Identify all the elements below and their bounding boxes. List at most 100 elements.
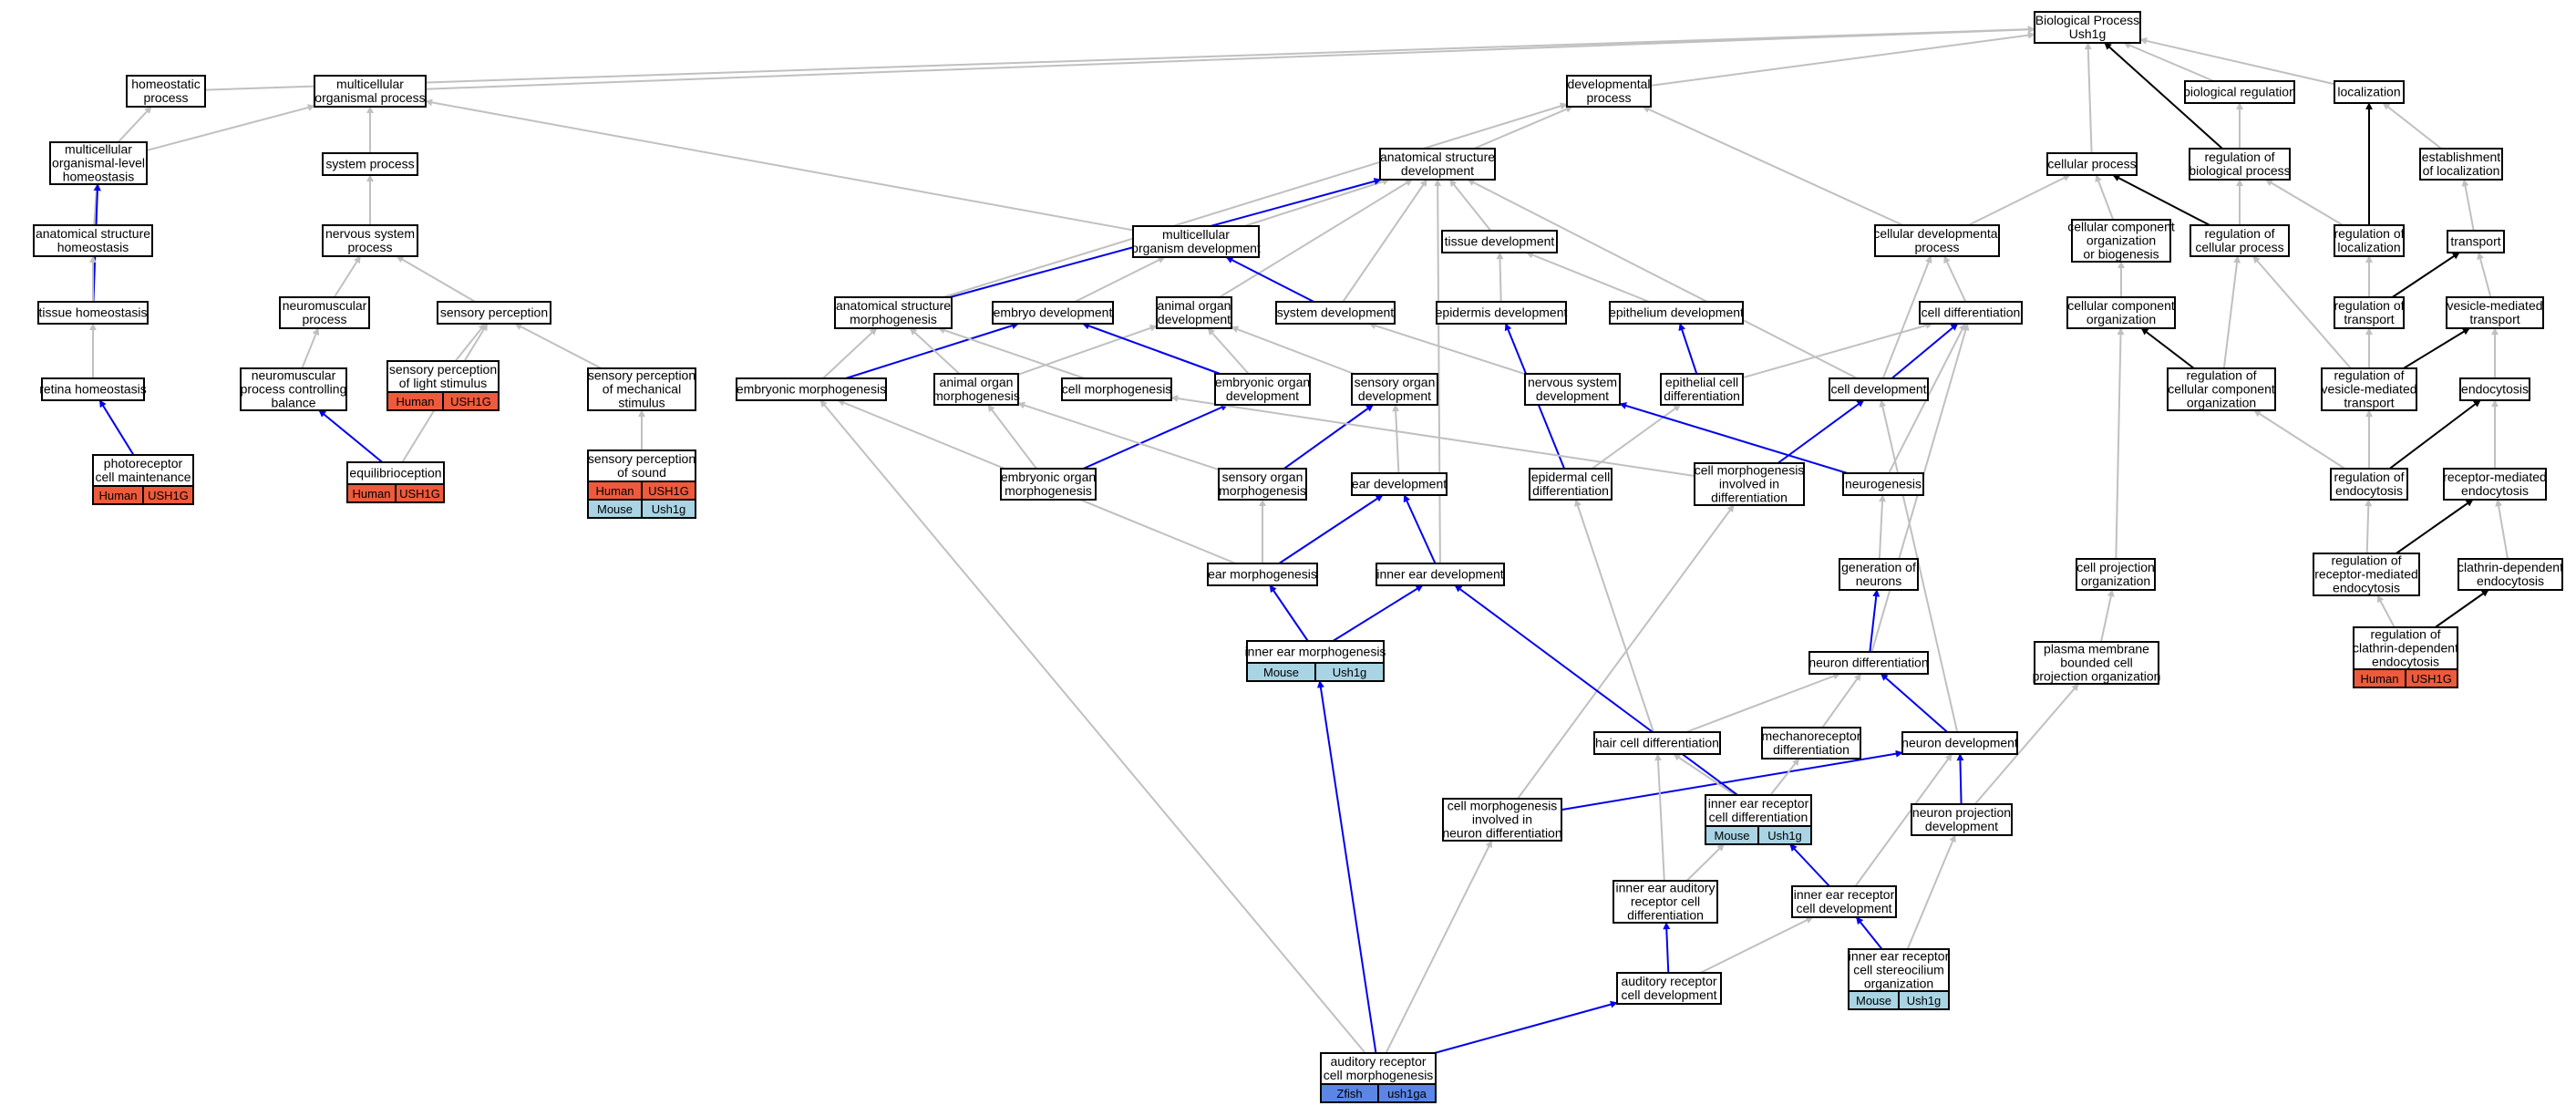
go-term-node-celldiff[interactable]: cell differentiation — [1919, 301, 2023, 325]
go-term-node-ied[interactable]: inner ear development — [1376, 563, 1505, 586]
go-term-node-embmorph[interactable]: embryonic morphogenesis — [736, 377, 887, 401]
node-box — [1156, 296, 1232, 329]
node-label-line: tissue homeostasis — [38, 305, 147, 320]
go-term-node-tissuehom[interactable]: tissue homeostasis — [37, 301, 149, 325]
go-term-node-embdev[interactable]: embryo development — [992, 301, 1114, 325]
go-term-node-earmorph[interactable]: ear morphogenesis — [1207, 563, 1318, 586]
is-a-edge-sod-to-aod — [1231, 326, 1355, 375]
go-term-node-tissuedev[interactable]: tissue development — [1441, 230, 1558, 253]
go-term-node-hcd[interactable]: hair cell differentiation — [1593, 731, 1721, 755]
go-term-node-regrme[interactable]: regulation ofreceptor-mediatedendocytosi… — [2313, 553, 2420, 596]
go-term-node-cellmorph[interactable]: cell morphogenesis — [1061, 377, 1172, 401]
go-term-node-neurogenesis[interactable]: neurogenesis — [1842, 472, 1924, 496]
node-label-line: morphogenesis — [1005, 483, 1092, 498]
node-label-line: animal organ — [1158, 298, 1231, 313]
is-a-edge-celldev-to-celldevproc — [1881, 255, 1932, 379]
node-label-line: sensory perception — [389, 362, 497, 377]
go-term-node-localization[interactable]: localization — [2334, 80, 2405, 104]
node-box — [346, 461, 445, 485]
go-term-node-cellproc[interactable]: cellular process — [2046, 152, 2138, 176]
node-label-line: Ush1g — [2069, 26, 2106, 41]
go-term-node-endocytosis[interactable]: endocytosis — [2459, 377, 2530, 401]
go-term-node-epithdev[interactable]: epithelium development — [1609, 301, 1744, 325]
node-label-line: involved in — [1719, 477, 1779, 491]
go-term-node-sysdev[interactable]: system development — [1275, 301, 1396, 325]
go-term-node-retinahom[interactable]: retina homeostasis — [39, 377, 147, 401]
is-a-edge-sysdev-to-asd — [1342, 179, 1428, 303]
go-term-node-celldev[interactable]: cell development — [1829, 377, 1929, 401]
node-box — [1911, 803, 2013, 836]
go-term-node-regcde[interactable]: regulation ofclathrin-dependentendocytos… — [2353, 626, 2458, 688]
node-label-line: anatomical structure — [36, 226, 150, 241]
node-label-line: involved in — [1472, 812, 1532, 827]
go-term-node-bioreg[interactable]: biological regulation — [2183, 80, 2296, 104]
go-term-node-eardev[interactable]: ear development — [1351, 472, 1448, 496]
go-term-node-epidev[interactable]: epidermis development — [1436, 301, 1568, 325]
go-term-node-transport[interactable]: transport — [2447, 230, 2505, 253]
go-term-node-neurdev[interactable]: neuron development — [1901, 731, 2018, 755]
node-box — [240, 367, 347, 411]
go-term-node-sensperc[interactable]: sensory perception — [437, 301, 551, 325]
node-label-line: differentiation — [1773, 742, 1850, 757]
node-box — [992, 301, 1114, 325]
node-label-line: cell development — [1830, 382, 1926, 397]
go-term-node-neurdiff[interactable]: neuron differentiation — [1808, 651, 1929, 675]
is-a-edge-arcm-to-arcd — [1434, 1000, 1618, 1054]
go-term-node-sysproc[interactable]: system process — [322, 152, 418, 176]
